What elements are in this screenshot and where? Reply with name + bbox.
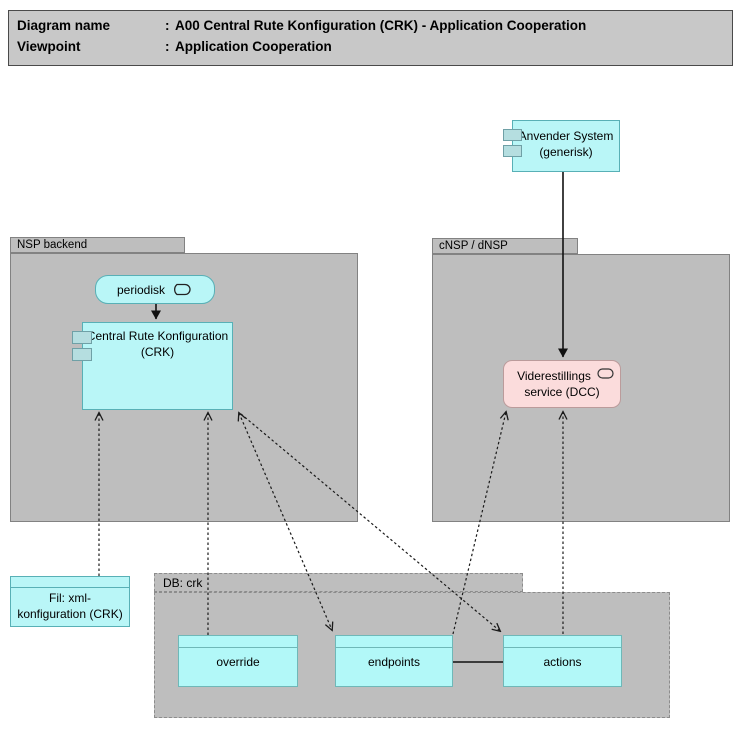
package-tab-nsp-backend[interactable]: NSP backend — [10, 237, 185, 253]
viewpoint-label: Viewpoint — [17, 39, 81, 54]
fil-label-line2: konfiguration (CRK) — [17, 607, 123, 621]
package-label-db-crk: DB: crk — [163, 576, 203, 590]
artifact-header-band — [11, 577, 129, 588]
package-tab-db-crk[interactable]: DB: crk — [154, 573, 523, 592]
diagram-title-block: Diagram name: A00 Central Rute Konfigurat… — [8, 10, 733, 66]
fil-label-line1: Fil: xml- — [49, 591, 91, 605]
title-value: A00 Central Rute Konfiguration (CRK) - A… — [175, 18, 587, 33]
title-label: Diagram name — [17, 18, 111, 33]
table-header-band — [336, 636, 452, 648]
table-header-band — [504, 636, 621, 648]
node-dcc[interactable]: Viderestillings service (DCC) — [503, 360, 621, 408]
package-label-cnsp-dnsp: cNSP / dNSP — [439, 240, 508, 252]
node-table-endpoints[interactable]: endpoints — [335, 635, 453, 687]
table-header-band — [179, 636, 297, 648]
service-oval-icon — [597, 368, 614, 379]
table-label-override: override — [216, 655, 260, 669]
crk-label-line1: Central Rute Konfiguration — [86, 329, 229, 343]
dcc-label-line2: service (DCC) — [524, 385, 600, 399]
package-label-nsp-backend: NSP backend — [17, 239, 88, 251]
package-tab-cnsp-dnsp[interactable]: cNSP / dNSP — [432, 238, 578, 254]
title-colon: : — [165, 18, 170, 33]
title-row-viewpoint: Viewpoint: Application Cooperation — [17, 36, 724, 57]
node-periodisk[interactable]: periodisk — [95, 275, 215, 304]
table-label-actions: actions — [543, 655, 582, 669]
component-icon — [72, 331, 92, 344]
node-table-actions[interactable]: actions — [503, 635, 622, 687]
dcc-label-line1: Viderestillings — [517, 369, 591, 383]
node-anvender-system[interactable]: Anvender System (generisk) — [512, 120, 620, 172]
title-row-diagram-name: Diagram name: A00 Central Rute Konfigurat… — [17, 15, 724, 36]
component-icon — [503, 145, 522, 157]
node-crk[interactable]: Central Rute Konfiguration (CRK) — [82, 322, 233, 410]
periodisk-label: periodisk — [116, 282, 166, 297]
table-label-endpoints: endpoints — [367, 655, 421, 669]
component-icon — [503, 129, 522, 141]
anvender-system-label-line1: Anvender System — [518, 129, 614, 143]
component-icon — [72, 348, 92, 361]
crk-label-line2: (CRK) — [140, 345, 175, 359]
viewpoint-value: Application Cooperation — [175, 39, 332, 54]
anvender-system-label-line2: (generisk) — [539, 145, 593, 159]
event-icon — [174, 283, 191, 296]
node-fil-xml-konfiguration[interactable]: Fil: xml- konfiguration (CRK) — [10, 576, 130, 627]
viewpoint-colon: : — [165, 39, 170, 54]
node-table-override[interactable]: override — [178, 635, 298, 687]
